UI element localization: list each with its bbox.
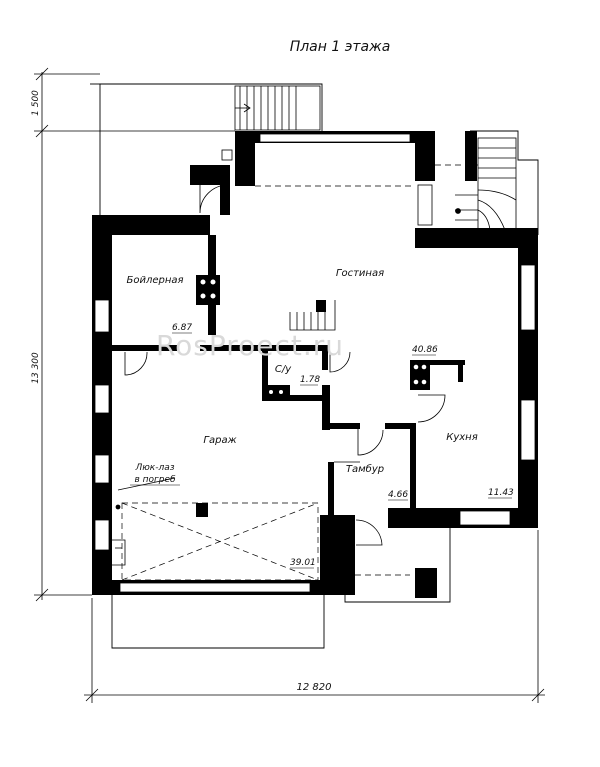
plan-title: План 1 этажа: [290, 39, 391, 55]
watermark: RosProect.ru: [156, 329, 344, 362]
dimension-overall-width: 12 820: [297, 682, 332, 693]
interior-stair: [289, 300, 336, 331]
room-name-kitchen: Кухня: [446, 432, 478, 443]
room-name-bathroom: С/у: [275, 364, 292, 375]
dashed-lines: [121, 164, 478, 581]
room-area-bathroom: 1.78: [300, 375, 320, 385]
dimension-porch-depth: 1 500: [31, 90, 41, 116]
note-hatch-line2: в погреб: [134, 475, 176, 485]
room-area-boiler: 6.87: [172, 323, 192, 333]
dimension-lines: [34, 67, 545, 703]
exterior-walls: [92, 131, 538, 598]
spiral-stair: [455, 137, 517, 231]
dimension-overall-depth: 13 300: [31, 352, 41, 384]
windows: [94, 133, 536, 593]
room-area-tambour: 4.66: [388, 490, 408, 500]
room-name-boiler: Бойлерная: [126, 275, 183, 286]
exterior-stairs: [234, 85, 321, 131]
room-area-garage: 39.01: [290, 558, 316, 568]
room-area-kitchen: 11.43: [488, 488, 514, 498]
room-name-living: Гостиная: [336, 268, 384, 279]
note-hatch-line1: Люк-лаз: [134, 463, 174, 473]
room-name-tambour: Тамбур: [346, 463, 384, 475]
terrace-outlines: [90, 83, 539, 649]
appliances: [196, 275, 430, 399]
cellar-hatch: [112, 477, 176, 566]
door-swings: [124, 184, 446, 546]
room-area-living: 40.86: [412, 345, 438, 355]
room-name-garage: Гараж: [203, 435, 236, 446]
